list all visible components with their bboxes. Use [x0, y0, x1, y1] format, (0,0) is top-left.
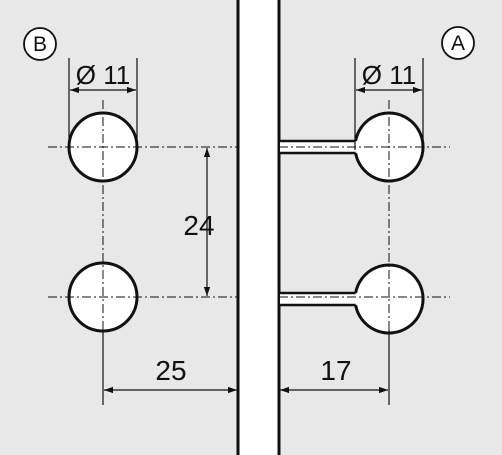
right-edge-offset-label: 17	[320, 355, 351, 386]
gap	[238, 0, 279, 455]
panel-tag-b-label: B	[33, 33, 47, 56]
right-diameter-label: Ø 11	[362, 60, 416, 90]
panel-tag-a-label: A	[451, 32, 465, 55]
right-diameter-dimension	[354, 58, 424, 150]
hole-spacing-label: 24	[183, 210, 214, 241]
left-diameter-label: Ø 11	[76, 60, 130, 90]
left-diameter-dimension	[68, 58, 138, 150]
left-edge-dimension	[102, 330, 237, 405]
right-edge-dimension	[280, 330, 390, 405]
bottom-slot	[279, 291, 357, 307]
panel-tag-a: A	[441, 26, 475, 60]
left-edge-offset-label: 25	[155, 355, 186, 386]
left-glass-panel	[0, 0, 238, 455]
right-glass-panel	[279, 0, 502, 455]
panel-tag-b: B	[23, 27, 57, 61]
center-lines	[48, 100, 450, 345]
